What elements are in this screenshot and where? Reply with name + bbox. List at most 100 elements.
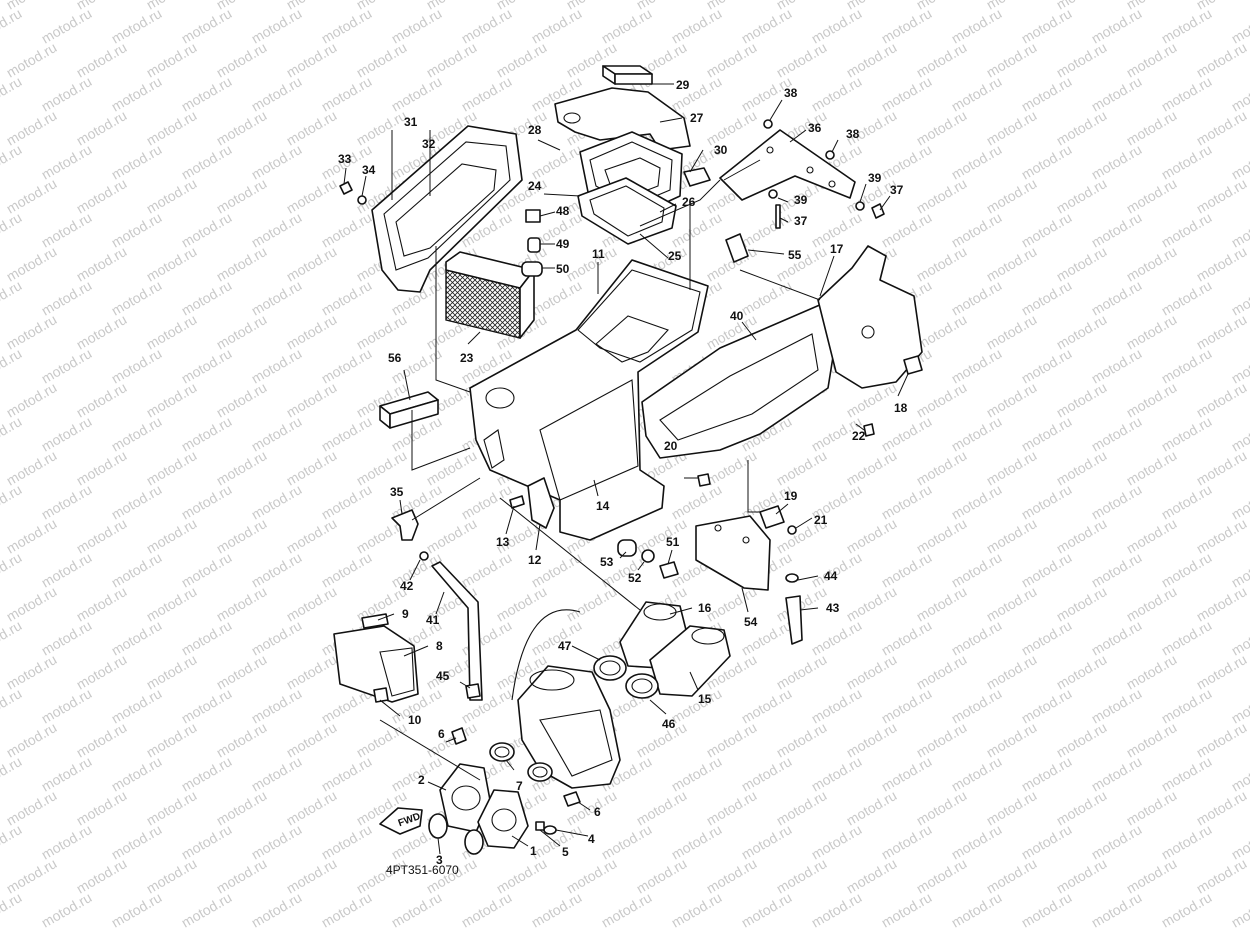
watermark-text: motod.ru xyxy=(774,787,830,828)
watermark-text: motod.ru xyxy=(4,583,60,624)
watermark-text: motod.ru xyxy=(179,141,235,182)
callout-7: 7 xyxy=(516,779,523,793)
watermark-text: motod.ru xyxy=(284,175,340,216)
watermark-text: motod.ru xyxy=(389,5,445,46)
watermark-text: motod.ru xyxy=(459,549,515,590)
part-55-bracket xyxy=(725,233,749,263)
watermark-text: motod.ru xyxy=(914,243,970,284)
watermark-text: motod.ru xyxy=(1054,719,1110,760)
watermark-text: motod.ru xyxy=(1019,413,1075,454)
part-44-clip xyxy=(785,573,799,583)
part-48-bolt xyxy=(525,209,541,223)
watermark-text: motod.ru xyxy=(984,651,1040,692)
callout-37a: 37 xyxy=(890,183,904,197)
part-34-washer xyxy=(357,195,367,205)
watermark-text: motod.ru xyxy=(1124,39,1180,80)
callout-27: 27 xyxy=(690,111,704,125)
watermark-text: motod.ru xyxy=(284,787,340,828)
callout-15: 15 xyxy=(698,692,712,706)
watermark-text: motod.ru xyxy=(669,753,725,794)
callout-38b: 38 xyxy=(846,127,860,141)
watermark-text: motod.ru xyxy=(319,889,375,930)
watermark-text: motod.ru xyxy=(1019,73,1075,114)
watermark-text: motod.ru xyxy=(1054,855,1110,896)
watermark-text: motod.ru xyxy=(0,685,24,726)
watermark-text: motod.ru xyxy=(179,889,235,930)
watermark-text: motod.ru xyxy=(0,889,24,930)
callout-13: 13 xyxy=(496,535,510,549)
part-5-nut xyxy=(535,821,545,831)
watermark-text: motod.ru xyxy=(529,617,585,658)
callout-55: 55 xyxy=(788,248,802,262)
watermark-text: motod.ru xyxy=(1054,175,1110,216)
callout-4: 4 xyxy=(588,832,595,846)
watermark-text: motod.ru xyxy=(1019,277,1075,318)
watermark-text: motod.ru xyxy=(0,345,24,386)
watermark-text: motod.ru xyxy=(459,5,515,46)
watermark-text: motod.ru xyxy=(494,583,550,624)
callout-20: 20 xyxy=(664,439,678,453)
watermark-text: motod.ru xyxy=(984,447,1040,488)
watermark-text: motod.ru xyxy=(74,787,130,828)
watermark-text: motod.ru xyxy=(704,447,760,488)
callout-42: 42 xyxy=(400,579,414,593)
watermark-text: motod.ru xyxy=(179,209,235,250)
watermark-text: motod.ru xyxy=(634,787,690,828)
watermark-text: motod.ru xyxy=(249,413,305,454)
watermark-text: motod.ru xyxy=(0,209,24,250)
callout-33: 33 xyxy=(338,152,352,166)
watermark-text: motod.ru xyxy=(1124,515,1180,556)
watermark-text: motod.ru xyxy=(319,753,375,794)
watermark-text: motod.ru xyxy=(949,141,1005,182)
watermark-text: motod.ru xyxy=(984,39,1040,80)
watermark-text: motod.ru xyxy=(879,617,935,658)
watermark-text: motod.ru xyxy=(704,855,760,896)
watermark-text: motod.ru xyxy=(4,447,60,488)
watermark-text: motod.ru xyxy=(214,175,270,216)
watermark-text: motod.ru xyxy=(949,617,1005,658)
watermark-text: motod.ru xyxy=(214,243,270,284)
watermark-text: motod.ru xyxy=(599,889,655,930)
watermark-text: motod.ru xyxy=(319,277,375,318)
callout-12: 12 xyxy=(528,553,542,567)
part-54-plate xyxy=(695,515,771,591)
watermark-text: motod.ru xyxy=(144,515,200,556)
watermark-text: motod.ru xyxy=(179,413,235,454)
watermark-text: motod.ru xyxy=(284,719,340,760)
watermark-text: motod.ru xyxy=(214,719,270,760)
watermark-text: motod.ru xyxy=(1089,685,1145,726)
callout-19: 19 xyxy=(784,489,798,503)
watermark-text: motod.ru xyxy=(949,413,1005,454)
watermark-text: motod.ru xyxy=(0,821,24,862)
watermark-text: motod.ru xyxy=(1019,753,1075,794)
watermark-text: motod.ru xyxy=(319,5,375,46)
watermark-text: motod.ru xyxy=(319,209,375,250)
watermark-text: motod.ru xyxy=(1089,345,1145,386)
watermark-text: motod.ru xyxy=(669,5,725,46)
watermark-text: motod.ru xyxy=(249,889,305,930)
part-7-clamp-a xyxy=(489,742,515,762)
part-12-bracket xyxy=(527,477,555,529)
watermark-text: motod.ru xyxy=(1054,311,1110,352)
watermark-text: motod.ru xyxy=(949,753,1005,794)
watermark-text: motod.ru xyxy=(109,685,165,726)
watermark-text: motod.ru xyxy=(1124,651,1180,692)
watermark-text: motod.ru xyxy=(109,889,165,930)
watermark-text: motod.ru xyxy=(284,583,340,624)
watermark-text: motod.ru xyxy=(214,855,270,896)
watermark-text: motod.ru xyxy=(914,583,970,624)
watermark-text: motod.ru xyxy=(39,345,95,386)
part-51-bolt xyxy=(659,561,679,579)
callout-labels: 29 27 28 30 38 36 38 39 37 39 37 24 26 2… xyxy=(338,78,908,877)
watermark-text: motod.ru xyxy=(1019,821,1075,862)
watermark-text: motod.ru xyxy=(109,141,165,182)
watermark-text: motod.ru xyxy=(984,719,1040,760)
watermark-text: motod.ru xyxy=(284,447,340,488)
watermark-text: motod.ru xyxy=(529,889,585,930)
watermark-text: motod.ru xyxy=(1089,73,1145,114)
watermark-text: motod.ru xyxy=(879,5,935,46)
watermark-text: motod.ru xyxy=(1089,5,1145,46)
watermark-text: motod.ru xyxy=(1194,379,1250,420)
watermark-text: motod.ru xyxy=(669,889,725,930)
watermark-text: motod.ru xyxy=(319,413,375,454)
